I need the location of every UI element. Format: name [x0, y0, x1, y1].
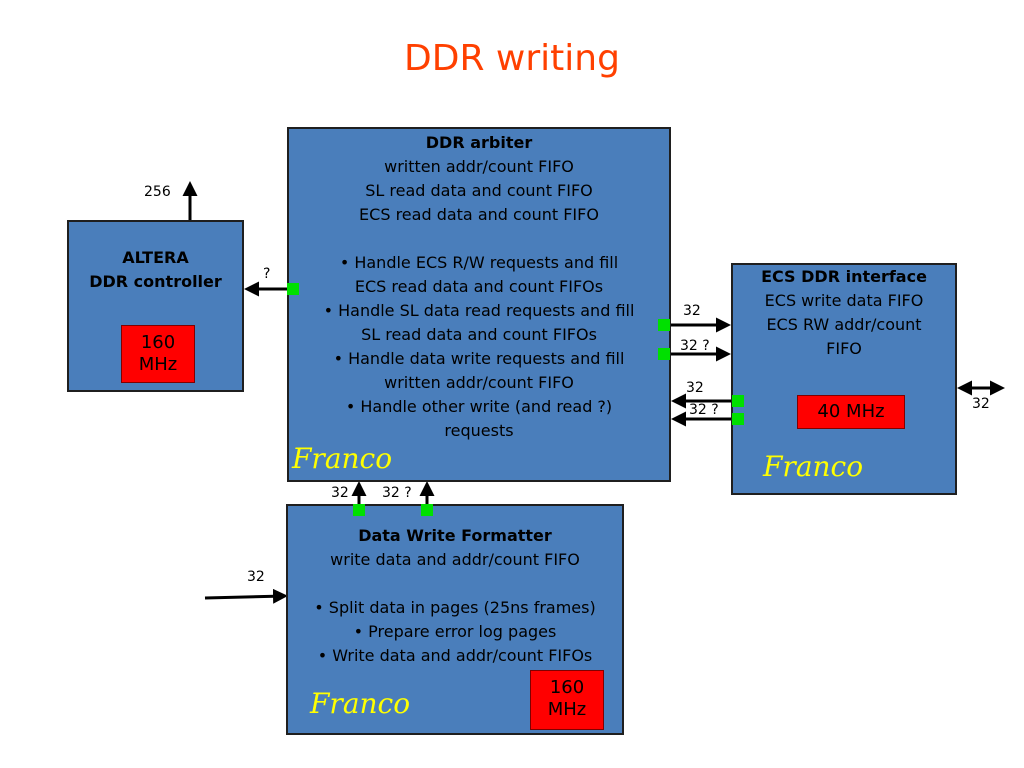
ecs-out2-label: 32 ?: [680, 338, 710, 354]
ecs-arbiter-port-1: [732, 395, 744, 407]
altera-heading-line1: ALTERA: [122, 248, 189, 267]
fmt-up1-label: 32: [331, 485, 349, 501]
altera-link-label: ?: [263, 266, 271, 282]
formatter-arbiter-port-2: [421, 504, 433, 516]
arbiter-text-line: ECS read data and count FIFOs: [354, 277, 604, 296]
ecs-in2-label: 32 ?: [689, 402, 719, 418]
altera-freq-unit: MHz: [138, 354, 178, 375]
arbiter-text-lines: written addr/count FIFO SL read data and …: [289, 155, 669, 443]
formatter-signature: Franco: [310, 687, 411, 720]
arbiter-ecs-port-1: [658, 319, 670, 331]
formatter-freq-unit: MHz: [547, 699, 587, 720]
formatter-heading: Data Write Formatter: [358, 526, 552, 545]
formatter-text-lines: write data and addr/count FIFO • Split da…: [288, 548, 622, 668]
arbiter-text-line: written addr/count FIFO: [384, 157, 574, 176]
ecs-frequency-badge: 40 MHz: [797, 395, 905, 429]
arbiter-ecs-port-2: [658, 348, 670, 360]
ddr-arbiter-box: DDR arbiter written addr/count FIFO SL re…: [287, 127, 671, 482]
arbiter-text-line: SL read data and count FIFOs: [361, 325, 597, 344]
formatter-text-line: • Split data in pages (25ns frames): [314, 598, 596, 617]
arbiter-text-line: requests: [444, 421, 514, 440]
formatter-text-line: • Write data and addr/count FIFOs: [317, 646, 593, 665]
arbiter-text-line: ECS read data and count FIFO: [359, 205, 599, 224]
arbiter-heading: DDR arbiter: [425, 133, 533, 152]
ecs-in1-label: 32: [686, 380, 704, 396]
altera-heading-line2: DDR controller: [89, 272, 222, 291]
ecs-arbiter-port-2: [732, 413, 744, 425]
ecs-heading: ECS DDR interface: [761, 267, 927, 286]
ecs-text-line: ECS RW addr/count: [766, 315, 922, 334]
page-title: DDR writing: [404, 38, 620, 79]
formatter-freq-value: 160: [549, 677, 585, 698]
altera-ddr-controller-box: ALTERA DDR controller 160 MHz: [67, 220, 244, 392]
ecs-text-line: ECS write data FIFO: [764, 291, 924, 310]
ecs-signature: Franco: [763, 450, 864, 483]
formatter-input-arrow: [204, 588, 288, 604]
formatter-text-line: • Prepare error log pages: [353, 622, 557, 641]
arbiter-text-line: • Handle data write requests and fill: [333, 349, 625, 368]
ecs-out1-label: 32: [683, 303, 701, 319]
arbiter-text-line: • Handle ECS R/W requests and fill: [339, 253, 619, 272]
arbiter-text-line: • Handle SL data read requests and fill: [323, 301, 635, 320]
ecs-ext-label: 32: [972, 396, 990, 412]
fmt-up2-label: 32 ?: [382, 485, 412, 501]
altera-top-label: 256: [144, 184, 171, 200]
arbiter-text-line: • Handle other write (and read ?): [345, 397, 613, 416]
arbiter-signature: Franco: [292, 442, 393, 475]
fmt-in-label: 32: [247, 569, 265, 585]
altera-freq-value: 160: [140, 332, 176, 353]
formatter-text-line: [288, 572, 622, 596]
arbiter-text-line: SL read data and count FIFO: [365, 181, 593, 200]
ecs-text-line: FIFO: [826, 339, 862, 358]
altera-frequency-badge: 160 MHz: [121, 325, 195, 383]
arbiter-text-line: written addr/count FIFO: [384, 373, 574, 392]
arbiter-altera-port: [287, 283, 299, 295]
data-write-formatter-box: Data Write Formatter write data and addr…: [286, 504, 624, 735]
formatter-text-line: write data and addr/count FIFO: [330, 550, 580, 569]
arbiter-text-line: [289, 227, 669, 251]
formatter-arbiter-port-1: [353, 504, 365, 516]
formatter-frequency-badge: 160 MHz: [530, 670, 604, 730]
